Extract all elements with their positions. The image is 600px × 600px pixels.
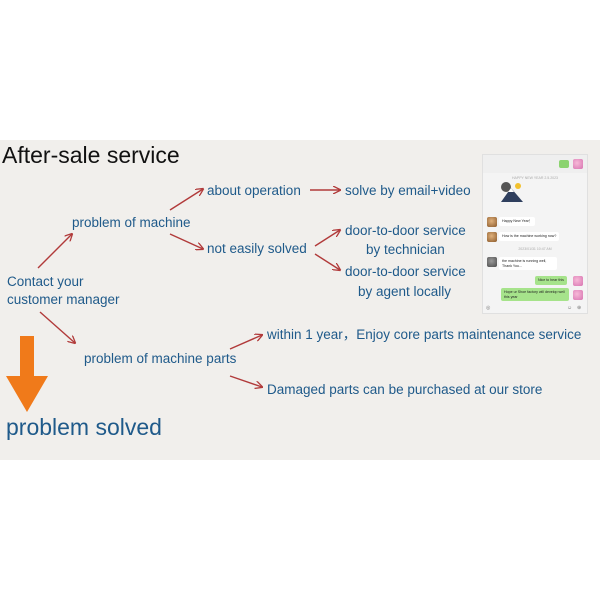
- node-contact-line2: customer manager: [7, 292, 120, 307]
- node-contact-line1: Contact your: [7, 274, 84, 289]
- chat-date-meta-2: 2023/01/31 10:47 AM: [518, 247, 552, 251]
- node-not-easily-solved: not easily solved: [207, 241, 307, 256]
- chat-avatar-self: [573, 290, 583, 300]
- orange-down-arrow: [6, 336, 48, 412]
- node-about-operation: about operation: [207, 183, 301, 198]
- arrow-contact-to-parts: [39, 311, 75, 343]
- chat-send-indicator: [559, 160, 569, 168]
- emoji-icon: ☺: [567, 305, 573, 311]
- arrow-not-easily-to-technician: [314, 230, 340, 247]
- arrow-contact-to-machine: [37, 234, 72, 269]
- arrow-parts-to-damaged: [229, 375, 262, 387]
- node-problem-of-parts: problem of machine parts: [84, 351, 237, 366]
- arrow-not-easily-to-agent: [314, 253, 340, 270]
- chat-message: the machine is running well, Thank You..…: [499, 257, 557, 271]
- chat-date-meta-1: HAPPY NEW YEAR 2.5.2023: [512, 176, 558, 180]
- voice-icon: ◎: [486, 305, 491, 311]
- chat-top-bar: [483, 155, 587, 173]
- node-d2d-technician-line1: door-to-door service: [345, 223, 466, 238]
- arrow-machine-to-not-easily: [169, 233, 203, 249]
- page-title: After-sale service: [2, 142, 180, 168]
- plus-icon: ⊕: [577, 305, 582, 311]
- chat-avatar-customer: [487, 257, 497, 267]
- node-d2d-agent-line1: door-to-door service: [345, 264, 466, 279]
- chat-avatar-agent: [487, 217, 497, 227]
- chat-message: Hope ur Shoe factory will develop well t…: [501, 288, 569, 302]
- node-d2d-technician-line2: by technician: [366, 242, 445, 257]
- node-problem-of-machine: problem of machine: [72, 215, 191, 230]
- arrow-parts-to-within-year: [229, 335, 262, 350]
- node-solve-by-email: solve by email+video: [345, 183, 471, 198]
- mountain-sticker-icon: [501, 182, 523, 202]
- node-d2d-agent-line2: by agent locally: [358, 284, 452, 299]
- chat-message: Nice to hear this: [535, 276, 567, 285]
- chat-avatar-agent: [487, 232, 497, 242]
- chat-screenshot: HAPPY NEW YEAR 2.5.2023 Happy New Year！ …: [482, 154, 588, 314]
- problem-solved-label: problem solved: [6, 414, 162, 440]
- chat-user-avatar: [573, 159, 583, 169]
- chat-message: Happy New Year！: [499, 217, 536, 226]
- chat-input-bar: ◎ ☺ ⊕: [483, 305, 587, 313]
- node-damaged-parts: Damaged parts can be purchased at our st…: [267, 382, 543, 397]
- chat-avatar-self: [573, 276, 583, 286]
- chat-message: How is the machine working now?: [499, 232, 560, 241]
- node-within-1-year: within 1 year，Enjoy core parts maintenan…: [267, 327, 582, 342]
- arrow-machine-to-operation: [169, 189, 203, 211]
